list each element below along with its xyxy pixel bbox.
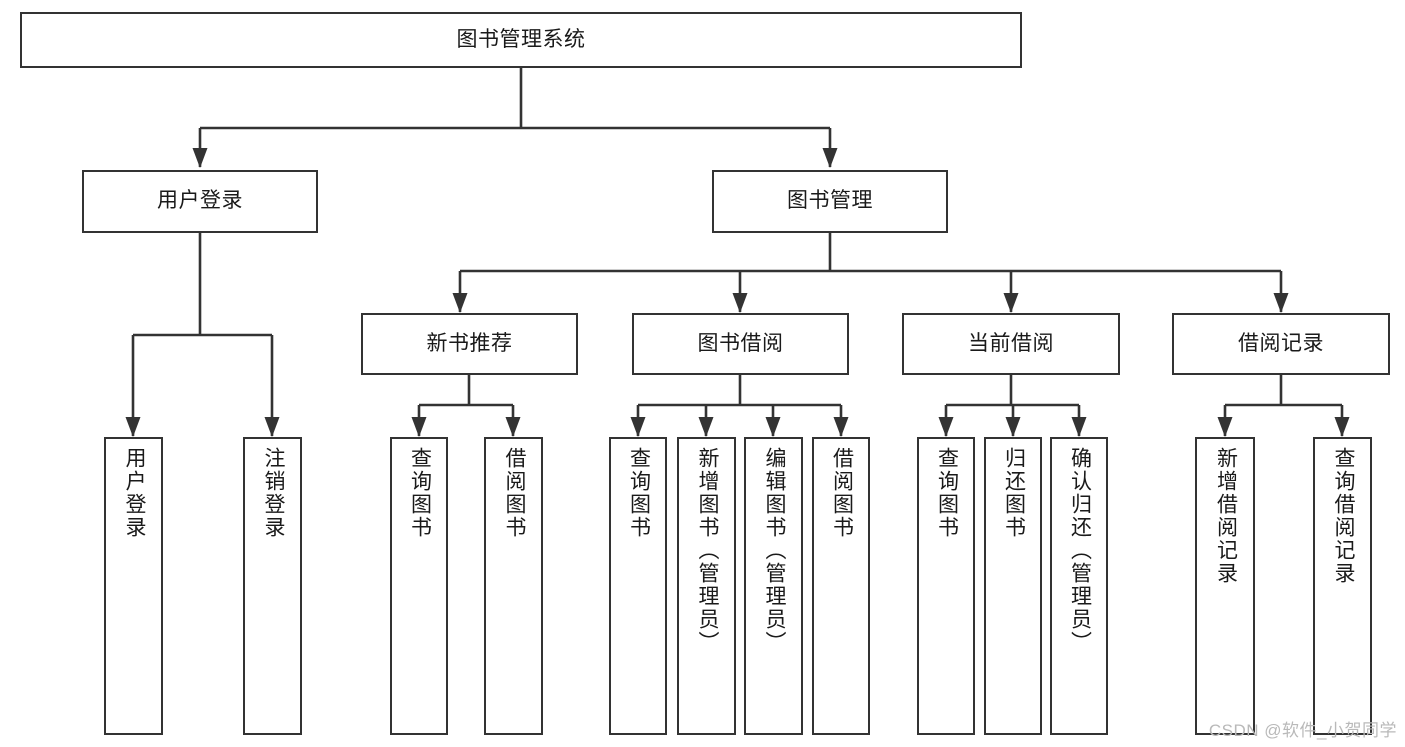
conn-borrow-record-arrow-1 [1334,417,1350,437]
node-label-user-login: 用户登录 [157,189,243,213]
node-label-leaf-query-book-borrow: 查询图书 [627,447,651,539]
conn-book-management-arrow-0 [452,293,468,313]
conn-root-arrow-0 [192,148,208,168]
node-label-leaf-borrow-book: 借阅图书 [830,447,854,539]
node-leaf-return-book[interactable]: 归还图书 [984,437,1042,735]
conn-book-borrow-arrow-0 [630,417,646,437]
conn-book-borrow-arrow-3 [833,417,849,437]
node-label-leaf-query-book-recommend: 查询图书 [408,447,432,539]
conn-book-management-arrow-2 [1003,293,1019,313]
node-label-leaf-confirm-return-admin: 确认归还（管理员） [1068,447,1092,654]
node-leaf-borrow-book-recommend[interactable]: 借阅图书 [484,437,543,735]
node-user-login[interactable]: 用户登录 [82,170,318,233]
csdn-watermark: CSDN @软件_小贺同学 [1208,721,1397,740]
node-label-book-management: 图书管理 [787,189,873,213]
node-leaf-logout[interactable]: 注销登录 [243,437,302,735]
node-label-leaf-logout: 注销登录 [261,447,285,539]
conn-current-borrow-arrow-2 [1071,417,1087,437]
node-leaf-add-borrow-record[interactable]: 新增借阅记录 [1195,437,1255,735]
conn-book-borrow-arrow-1 [698,417,714,437]
conn-root-arrow-1 [822,148,838,168]
conn-book-management-arrow-3 [1273,293,1289,313]
node-label-leaf-borrow-book-recommend: 借阅图书 [502,447,526,539]
node-new-book-recommend[interactable]: 新书推荐 [361,313,578,375]
conn-book-management-arrow-1 [732,293,748,313]
conn-user-login-arrow-0 [125,417,141,437]
node-leaf-edit-book-admin[interactable]: 编辑图书（管理员） [744,437,803,735]
node-label-leaf-query-book-current: 查询图书 [935,447,959,539]
node-borrow-record[interactable]: 借阅记录 [1172,313,1390,375]
node-leaf-user-login[interactable]: 用户登录 [104,437,163,735]
node-label-new-book-recommend: 新书推荐 [426,331,513,355]
conn-borrow-record-arrow-0 [1217,417,1233,437]
conn-new-book-recommend-arrow-0 [411,417,427,437]
node-leaf-query-book-current[interactable]: 查询图书 [917,437,975,735]
conn-current-borrow-arrow-0 [938,417,954,437]
conn-user-login-arrow-1 [264,417,280,437]
node-leaf-add-book-admin[interactable]: 新增图书（管理员） [677,437,736,735]
node-label-borrow-record: 借阅记录 [1238,331,1324,355]
node-leaf-query-book-borrow[interactable]: 查询图书 [609,437,667,735]
conn-current-borrow-arrow-1 [1005,417,1021,437]
node-label-leaf-return-book: 归还图书 [1002,447,1026,539]
node-label-current-borrow: 当前借阅 [968,331,1054,355]
node-current-borrow[interactable]: 当前借阅 [902,313,1120,375]
node-label-book-borrow: 图书借阅 [697,331,784,355]
node-book-management[interactable]: 图书管理 [712,170,948,233]
node-book-borrow[interactable]: 图书借阅 [632,313,849,375]
node-leaf-confirm-return-admin[interactable]: 确认归还（管理员） [1050,437,1108,735]
node-leaf-borrow-book[interactable]: 借阅图书 [812,437,870,735]
node-label-leaf-add-book-admin: 新增图书（管理员） [695,447,719,654]
node-label-leaf-edit-book-admin: 编辑图书（管理员） [762,447,786,654]
node-leaf-query-book-recommend[interactable]: 查询图书 [390,437,448,735]
node-leaf-query-borrow-record[interactable]: 查询借阅记录 [1313,437,1372,735]
node-label-leaf-add-borrow-record: 新增借阅记录 [1214,447,1238,585]
conn-book-borrow-arrow-2 [765,417,781,437]
conn-new-book-recommend-arrow-1 [505,417,521,437]
node-label-leaf-user-login: 用户登录 [122,447,146,539]
node-label-root: 图书管理系统 [456,27,586,51]
node-label-leaf-query-borrow-record: 查询借阅记录 [1331,447,1355,585]
node-root[interactable]: 图书管理系统 [20,12,1022,68]
